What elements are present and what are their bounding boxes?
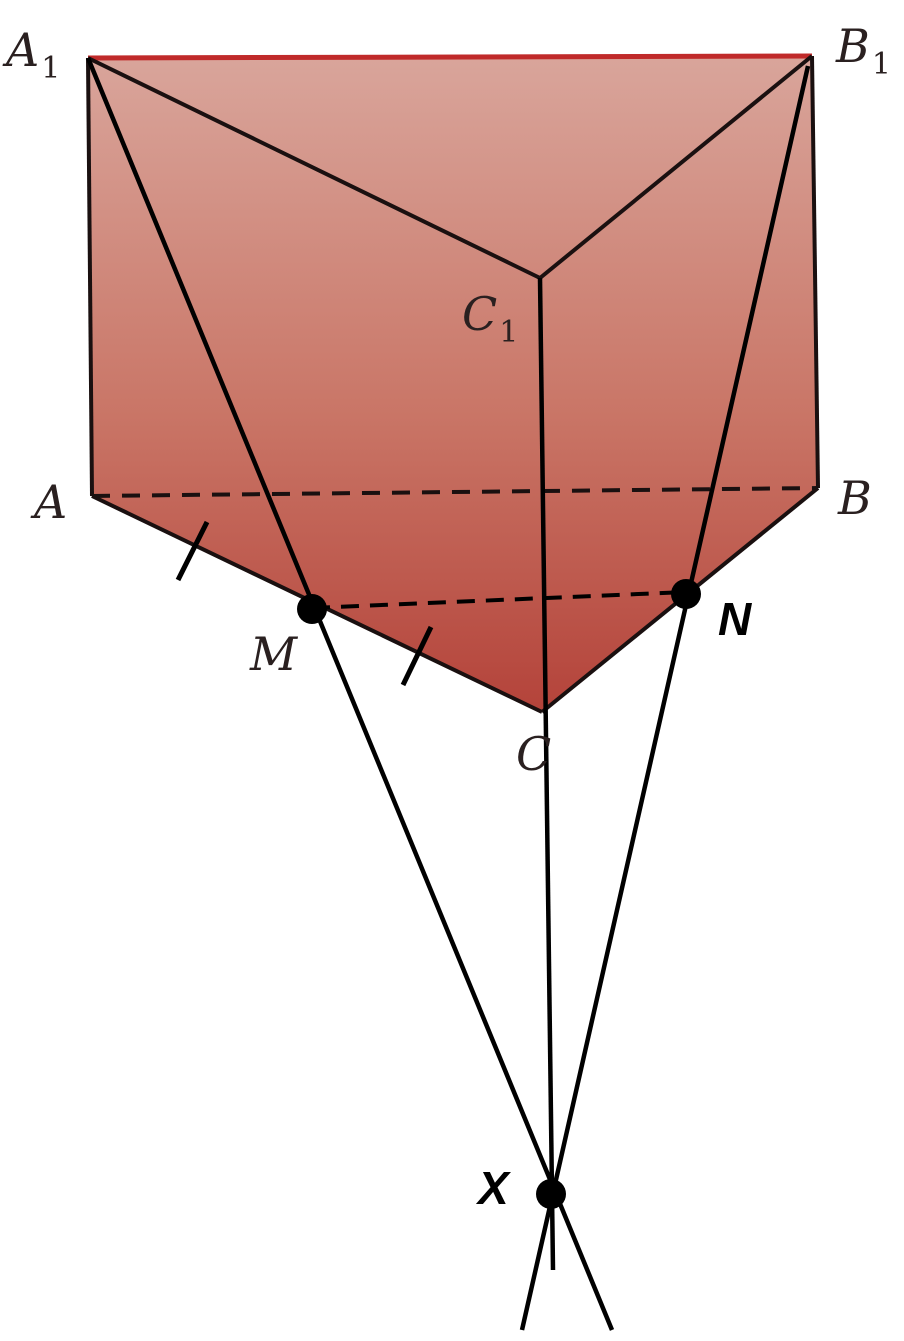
- tick-mark-AM: [175, 520, 210, 582]
- line-A1-X: [85, 57, 615, 1331]
- segment-MN-dashed: [311, 590, 687, 610]
- label-N: N: [718, 593, 752, 645]
- edge-A1B1: [87, 53, 813, 61]
- tick-mark-MC: [400, 625, 434, 687]
- label-B: B: [837, 471, 872, 525]
- label-C1: C1: [462, 287, 518, 350]
- point-X: [536, 1179, 566, 1209]
- label-X: X: [475, 1162, 511, 1214]
- line-C1-X: [537, 277, 556, 1271]
- label-A1: A1: [2, 23, 60, 86]
- label-M: M: [249, 627, 299, 681]
- edge-AA1: [86, 57, 94, 497]
- label-A: A: [30, 475, 67, 529]
- point-M: [297, 594, 327, 624]
- label-B1: B1: [835, 19, 891, 82]
- edge-A1C1: [87, 56, 541, 280]
- label-C: C: [516, 727, 551, 781]
- edge-BB1: [810, 55, 820, 489]
- edge-AB-hidden: [91, 486, 819, 498]
- edge-B1C1: [538, 54, 814, 280]
- line-B1-X: [519, 65, 811, 1331]
- prism-body: [88, 56, 818, 712]
- point-N: [671, 579, 701, 609]
